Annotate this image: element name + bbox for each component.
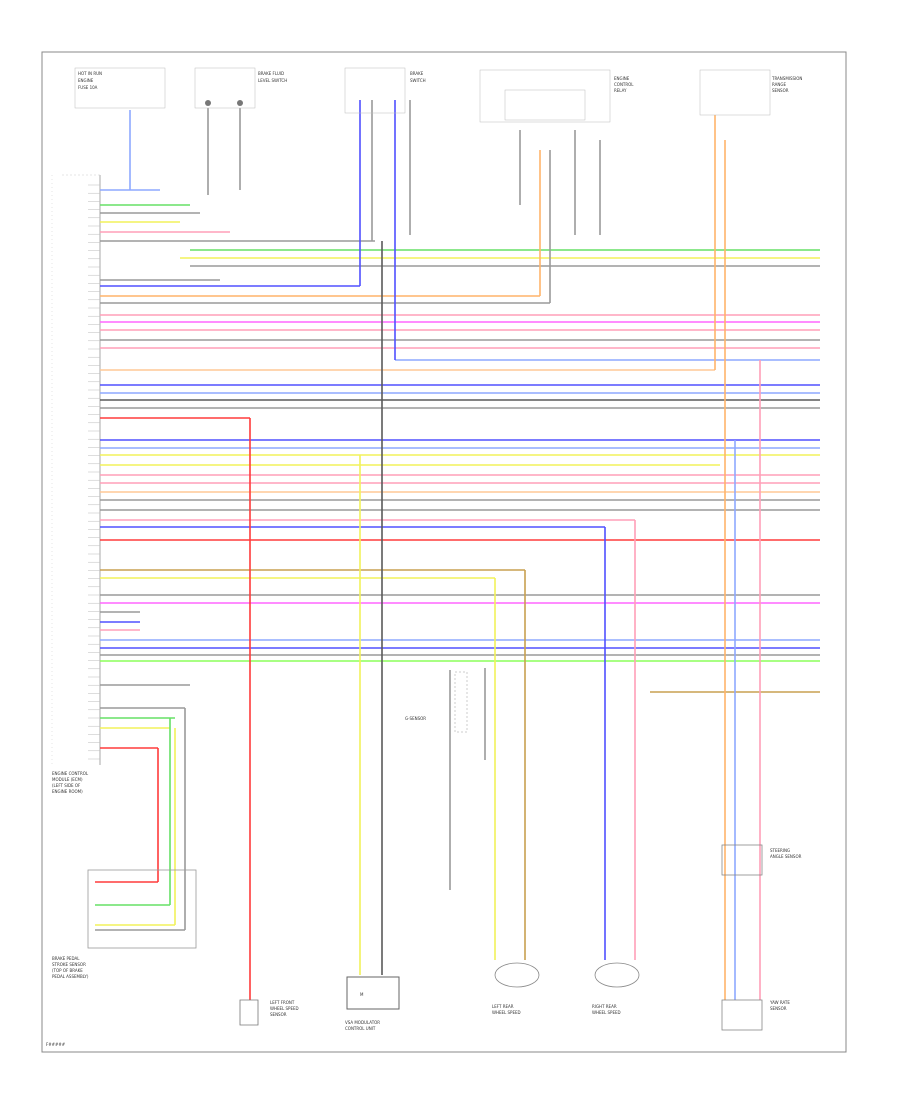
switch-mid: G-SENSOR — [405, 671, 468, 733]
vertical-wires — [95, 100, 761, 1000]
svg-text:SENSOR: SENSOR — [770, 1006, 787, 1011]
svg-text:CONTROL UNIT: CONTROL UNIT — [345, 1026, 376, 1031]
svg-text:STROKE SENSOR: STROKE SENSOR — [52, 962, 86, 967]
svg-text:WHEEL SPEED: WHEEL SPEED — [270, 1006, 299, 1011]
svg-text:FUSE 10A: FUSE 10A — [78, 85, 98, 90]
svg-text:BRAKE PEDAL: BRAKE PEDAL — [52, 956, 80, 961]
main-control-module: ENGINE CONTROL MODULE (ECM) (LEFT SIDE O… — [51, 174, 101, 794]
svg-text:LEFT REAR: LEFT REAR — [492, 1004, 514, 1009]
svg-text:TRANSMISSION: TRANSMISSION — [771, 76, 802, 81]
component-top-3: BRAKE SWITCH — [344, 67, 426, 114]
svg-text:RELAY: RELAY — [614, 88, 627, 93]
component-top-2: BRAKE FLUID LEVEL SWITCH — [194, 67, 287, 109]
module-label: ENGINE CONTROL — [52, 771, 89, 776]
svg-text:RANGE: RANGE — [772, 82, 786, 87]
sensor-bottom-left: BRAKE PEDAL STROKE SENSOR (TOP OF BRAKE … — [52, 869, 197, 979]
svg-text:WHEEL SPEED: WHEEL SPEED — [492, 1010, 521, 1015]
sensor-bottom-4: LEFT REAR WHEEL SPEED — [492, 962, 540, 1015]
svg-text:LEVEL SWITCH: LEVEL SWITCH — [258, 78, 287, 83]
svg-text:(TOP OF BRAKE: (TOP OF BRAKE — [52, 968, 83, 973]
svg-text:G-SENSOR: G-SENSOR — [405, 716, 426, 721]
svg-text:CONTROL: CONTROL — [614, 82, 634, 87]
horizontal-wires — [100, 189, 820, 749]
svg-text:RIGHT REAR: RIGHT REAR — [592, 1004, 617, 1009]
svg-text:WHEEL SPEED: WHEEL SPEED — [592, 1010, 621, 1015]
svg-text:M: M — [360, 992, 364, 997]
sensor-bottom-6: STEERING ANGLE SENSOR YAW RATE SENSOR — [721, 844, 802, 1031]
component-top-1: HOT IN RUN ENGINE FUSE 10A — [74, 67, 166, 109]
svg-text:SWITCH: SWITCH — [410, 78, 426, 83]
svg-text:SENSOR: SENSOR — [772, 88, 789, 93]
svg-text:VSA MODULATOR: VSA MODULATOR — [345, 1020, 380, 1025]
svg-text:SENSOR: SENSOR — [270, 1012, 287, 1017]
svg-text:YAW RATE: YAW RATE — [769, 1000, 790, 1005]
component-top-4: ENGINE CONTROL RELAY — [479, 69, 634, 123]
module-pin-labels — [88, 184, 100, 760]
svg-text:BRAKE FLUID: BRAKE FLUID — [258, 71, 284, 76]
sensor-bottom-5: RIGHT REAR WHEEL SPEED — [592, 962, 640, 1015]
diagram-border — [41, 51, 847, 1053]
svg-text:STEERING: STEERING — [770, 848, 790, 853]
svg-text:BRAKE: BRAKE — [410, 71, 424, 76]
svg-text:ENGINE: ENGINE — [614, 76, 630, 81]
svg-text:LEFT FRONT: LEFT FRONT — [270, 1000, 295, 1005]
svg-text:PEDAL ASSEMBLY): PEDAL ASSEMBLY) — [52, 974, 89, 979]
module-label-3: (LEFT SIDE OF — [52, 783, 81, 788]
svg-text:ANGLE SENSOR: ANGLE SENSOR — [770, 854, 802, 859]
footer-code: F##### — [46, 1042, 66, 1047]
module-label-4: ENGINE ROOM) — [52, 789, 83, 794]
pump-motor: M VSA MODULATOR CONTROL UNIT — [345, 976, 400, 1031]
svg-text:ENGINE: ENGINE — [78, 78, 94, 83]
module-label-2: MODULE (ECM) — [52, 777, 83, 782]
sensor-bottom-2: LEFT FRONT WHEEL SPEED SENSOR — [239, 999, 299, 1026]
svg-text:HOT IN RUN: HOT IN RUN — [78, 71, 102, 76]
component-top-5: TRANSMISSION RANGE SENSOR — [699, 69, 802, 116]
